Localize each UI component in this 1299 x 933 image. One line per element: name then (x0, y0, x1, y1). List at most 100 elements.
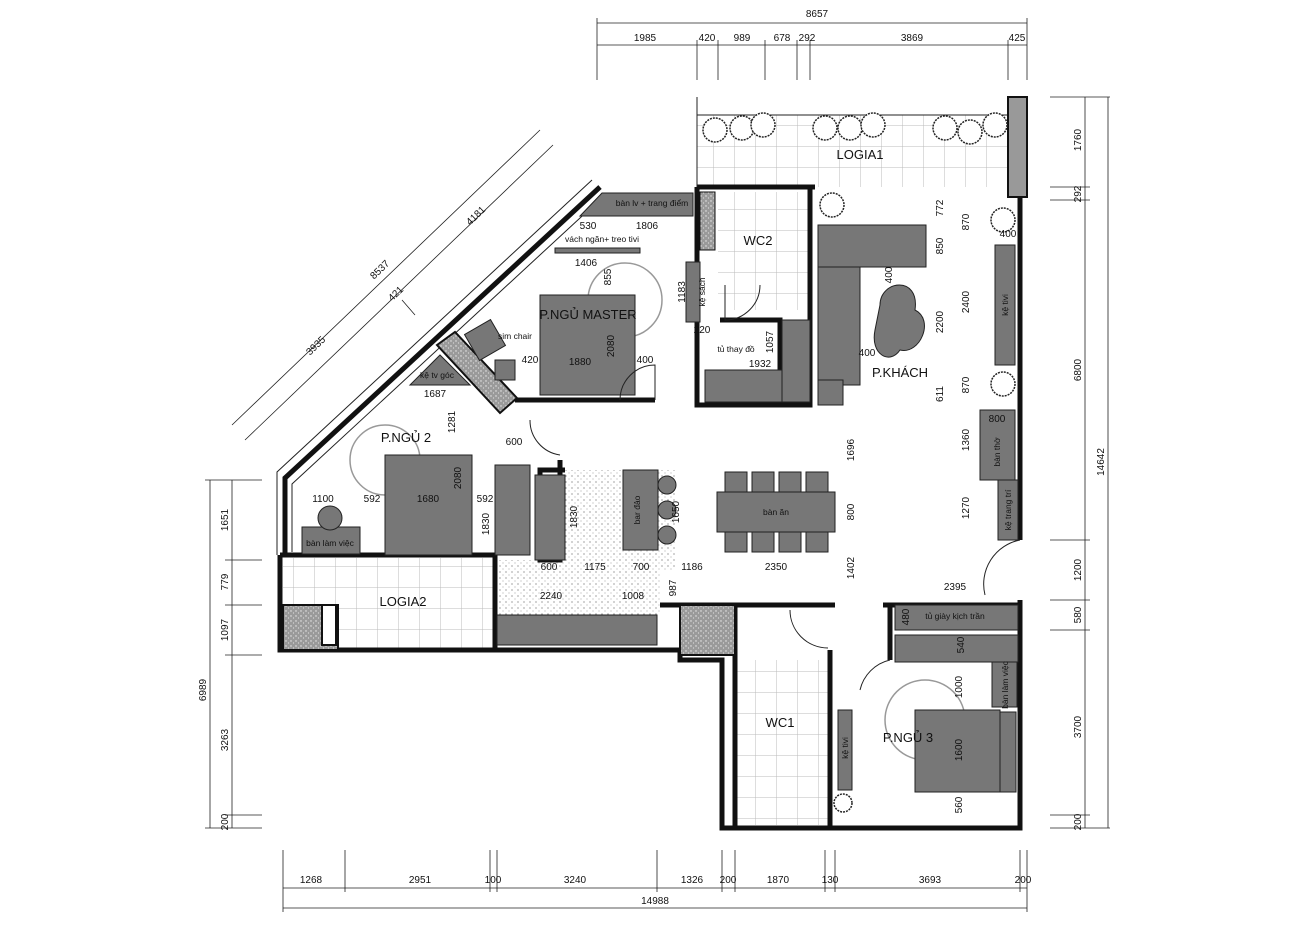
dim: 2080 (453, 466, 464, 489)
dim: 400 (1000, 229, 1017, 240)
dim: 3693 (919, 875, 942, 886)
dim: 420 (522, 355, 539, 366)
dim: 1680 (417, 494, 440, 505)
room-bed3: P.NGỦ 3 (883, 730, 933, 745)
label-dining: bàn ăn (763, 507, 789, 517)
columns (282, 96, 1028, 656)
dim: 772 (935, 199, 946, 216)
dim: 855 (603, 268, 614, 285)
dim: 420 (699, 33, 716, 44)
label-bookshelf: kệ sách (697, 277, 707, 307)
dim: 1100 (312, 494, 334, 505)
dim: 400 (859, 348, 876, 359)
dim: 292 (799, 33, 816, 44)
dim: 540 (956, 636, 967, 653)
dim: 1985 (634, 33, 657, 44)
dim: 987 (668, 579, 679, 596)
label-desk2: bàn làm việc (306, 538, 354, 548)
dim-left-total: 6989 (198, 678, 209, 701)
dim: 8537 (368, 258, 392, 282)
dimension-lines (205, 18, 1110, 912)
dim: 800 (846, 503, 857, 520)
coffee-table (873, 284, 925, 358)
dim: 1830 (481, 512, 492, 535)
dim: 1650 (671, 500, 682, 523)
dim: 870 (961, 213, 972, 230)
label-bar: bar đảo (632, 495, 642, 524)
room-wc1: WC1 (766, 715, 795, 730)
dim-bottom-total: 14988 (641, 896, 669, 907)
dim: 200 (220, 813, 231, 830)
room-logia1: LOGIA1 (837, 147, 884, 162)
dim: 2350 (765, 562, 788, 573)
dim: 1696 (846, 438, 857, 461)
furniture-labels: bàn lv + trang điểm vách ngăn+ treo tivi… (306, 198, 1013, 759)
dim: 1270 (961, 496, 972, 519)
dim: 2951 (409, 875, 432, 886)
dim: 1326 (681, 875, 704, 886)
dim: 1406 (575, 258, 598, 269)
dim: 2080 (606, 334, 617, 357)
dim-right-total: 14642 (1096, 448, 1107, 476)
dim: 292 (1073, 185, 1084, 202)
dim: 3240 (564, 875, 587, 886)
label-tv-shelf: kệ tivi (1000, 294, 1010, 316)
dim: 611 (935, 386, 946, 402)
dim: 600 (506, 437, 523, 448)
dim: 1200 (1073, 558, 1084, 581)
dim: 200 (720, 875, 737, 886)
room-master: P.NGỦ MASTER (539, 307, 636, 322)
dim: 1057 (765, 330, 776, 353)
dim: 592 (364, 494, 381, 505)
dim: 1880 (569, 357, 592, 368)
dim: 1183 (677, 281, 688, 303)
label-arm-chair: sim chair (498, 331, 532, 341)
dim: 1932 (749, 359, 772, 370)
plants (702, 112, 1016, 813)
dim: 400 (884, 266, 895, 283)
dim: 800 (989, 414, 1006, 425)
dim: 1687 (424, 389, 447, 400)
bed2 (384, 454, 473, 556)
dim: 989 (734, 33, 751, 44)
dim: 1806 (636, 221, 659, 232)
dim: 850 (935, 237, 946, 254)
dim: 1281 (447, 410, 458, 433)
label-wardrobe: tủ thay đồ (717, 344, 755, 354)
dim: 1186 (681, 562, 703, 573)
dim: 400 (637, 355, 654, 366)
dim-top-total: 8657 (806, 9, 829, 20)
dim: 1175 (584, 562, 606, 573)
dim: 600 (541, 562, 558, 573)
label-desk-vanity: bàn lv + trang điểm (616, 198, 689, 208)
dim: 2395 (944, 582, 967, 593)
room-bed2: P.NGỦ 2 (381, 430, 431, 445)
dim: 200 (1015, 875, 1032, 886)
doors (529, 284, 1021, 691)
label-deco-shelf: kệ trang trí (1003, 489, 1013, 530)
dim: 1651 (220, 508, 231, 531)
master-bed (539, 294, 636, 396)
dim: 1402 (846, 556, 857, 579)
dim: 2200 (935, 310, 946, 333)
dim: 779 (220, 573, 231, 590)
dim: 1008 (622, 591, 645, 602)
dim: 1600 (954, 738, 965, 761)
dim: 870 (961, 376, 972, 393)
label-desk3: bàn làm việc (1000, 660, 1010, 708)
label-tv-shelf3: kệ tivi (840, 737, 850, 759)
dim: 1760 (1073, 128, 1084, 151)
dim: 200 (1073, 813, 1084, 830)
dim: 421 (386, 284, 406, 304)
dim: 560 (954, 796, 965, 813)
dim: 220 (694, 325, 711, 336)
dim: 1830 (569, 505, 580, 528)
dim: 1097 (220, 618, 231, 641)
dim: 3263 (220, 728, 231, 751)
dim: 1000 (954, 675, 965, 698)
room-labels: LOGIA1 WC2 P.NGỦ MASTER P.KHÁCH P.NGỦ 2 … (380, 147, 934, 745)
dim: 700 (633, 562, 650, 573)
dim: 3700 (1073, 715, 1084, 738)
dim: 1870 (767, 875, 790, 886)
